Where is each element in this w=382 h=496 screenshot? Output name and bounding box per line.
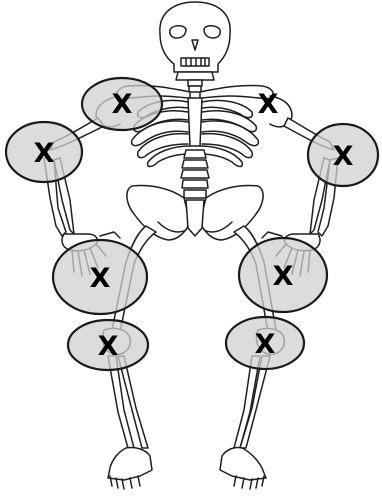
marker-left-wrist-hand: X — [239, 238, 327, 312]
lumbar-spine — [181, 150, 209, 198]
marker-x: X — [90, 263, 111, 294]
left-foot-bones — [220, 447, 266, 489]
marker-right-shoulder: X — [82, 78, 162, 130]
marker-right-wrist-hand: X — [53, 240, 147, 314]
marker-x: X — [255, 329, 276, 360]
right-foot-bones — [108, 447, 152, 489]
marker-x: X — [112, 89, 133, 120]
neck-vertebrae — [188, 80, 202, 92]
marker-x: X — [34, 138, 55, 169]
marker-x: X — [258, 89, 279, 120]
marker-x: X — [273, 261, 294, 292]
skull — [160, 2, 230, 80]
marker-left-shoulder: X — [258, 89, 279, 120]
marker-left-elbow: X — [308, 124, 378, 186]
marker-x: X — [333, 141, 354, 172]
marker-left-knee: X — [226, 317, 304, 369]
marker-x: X — [98, 331, 119, 362]
marker-right-elbow: X — [6, 122, 82, 182]
lower-leg-bones — [108, 356, 270, 448]
marker-right-knee: X — [68, 320, 148, 370]
